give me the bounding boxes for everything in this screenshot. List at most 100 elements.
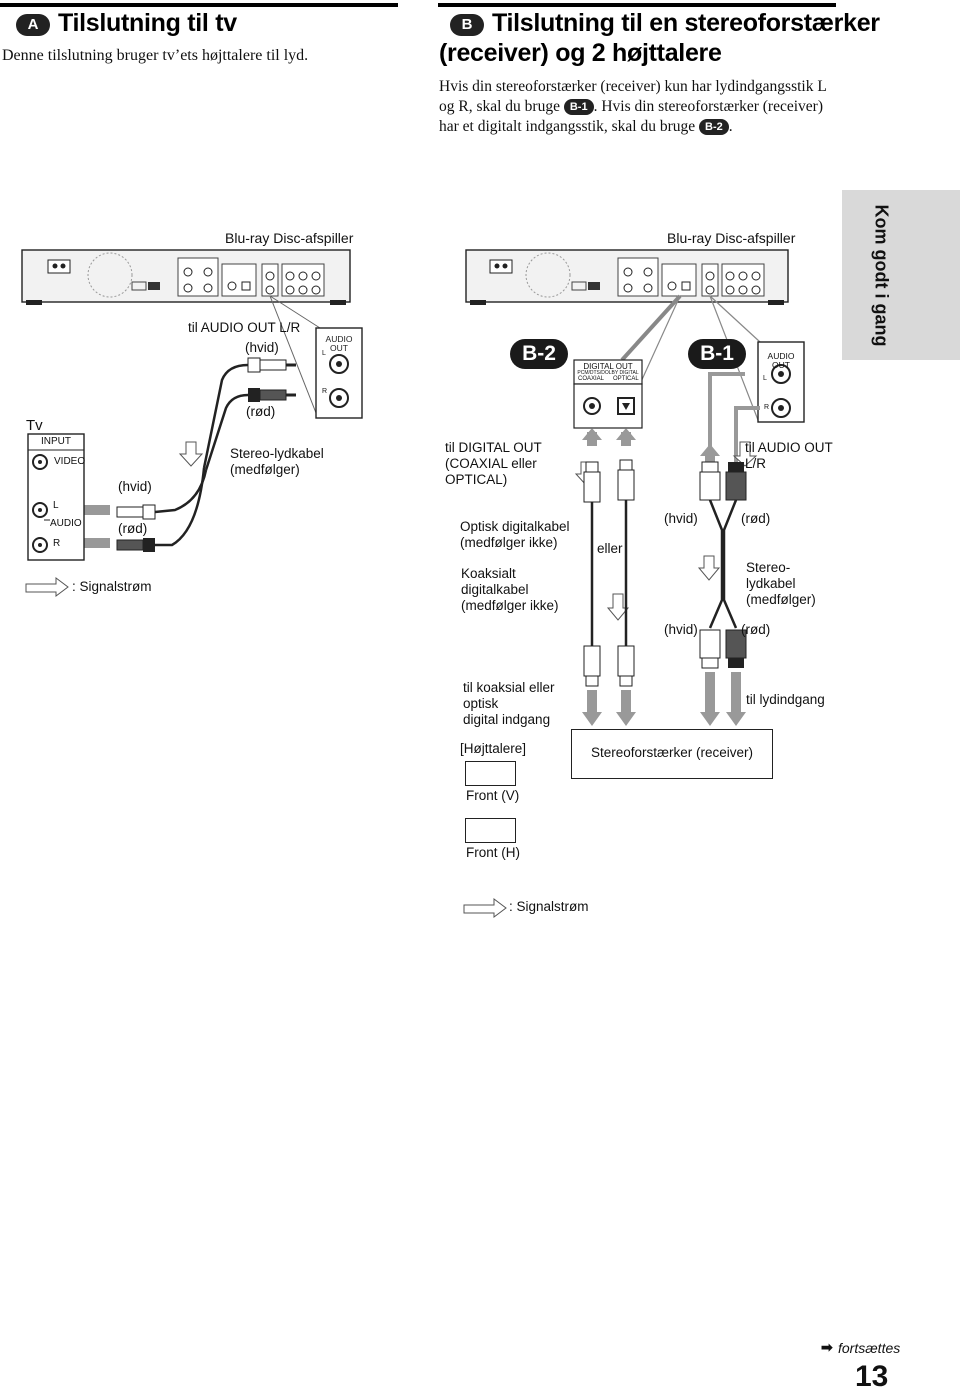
to-coax-2: optisk (463, 696, 499, 711)
signal-arrow-b-3 (606, 593, 630, 621)
signal-legend-label-b: : Signalstrøm (509, 899, 589, 914)
signal-legend-arrow-b (463, 898, 507, 918)
intro-badge-b2: B-2 (699, 119, 729, 135)
tv-video-label: VIDEO (54, 456, 86, 467)
speaker-front-right (465, 818, 516, 843)
rod-top-label: (rød) (246, 404, 276, 419)
digital-out-panel (573, 359, 643, 385)
audio-out-b-l: L (763, 375, 767, 382)
intro-text-2: . Hvis din stereoforstærker (receiver) h… (439, 98, 823, 135)
rca-plug-white-left (116, 504, 156, 520)
to-audio-out-label-a: til AUDIO OUT L/R (188, 320, 301, 335)
section-b-badge: B (450, 14, 484, 36)
to-audio-in: til lydindgang (746, 692, 825, 707)
stereo-cable-label-a-2: (medfølger) (230, 462, 300, 477)
audio-out-a-l: L (322, 350, 326, 357)
rod-lower-b: (rød) (741, 622, 771, 637)
to-digital-out-2: (COAXIAL eller (445, 456, 537, 471)
to-digital-out-3: OPTICAL) (445, 472, 508, 487)
player-label-a: Blu-ray Disc-afspiller (225, 230, 354, 246)
eller-label: eller (597, 541, 623, 556)
receiver-label: Stereoforstærker (receiver) (590, 745, 754, 760)
tv-l-label: L (53, 500, 59, 511)
hvid-upper-b: (hvid) (664, 511, 698, 526)
tv-r-label: R (53, 538, 61, 549)
speakers-label: [Højttalere] (460, 741, 527, 756)
optical-cable-2: (medfølger ikke) (460, 535, 558, 550)
section-b-intro: Hvis din stereoforstærker (receiver) kun… (439, 77, 834, 137)
badge-b2: B-2 (510, 339, 568, 369)
signal-arrow-a (178, 441, 204, 467)
audio-out-b-line2: OUT (772, 360, 790, 370)
continues-arrow-icon: ➡ (821, 1339, 833, 1355)
section-a-rule (0, 3, 398, 7)
rod-left-label: (rød) (118, 521, 148, 536)
continues-label: fortsættes (838, 1340, 901, 1356)
section-a-subtitle: Denne tilslutning bruger tv’ets højttale… (2, 47, 309, 64)
section-a-title: Tilslutning til tv (58, 9, 237, 37)
section-b-title-line2: (receiver) og 2 højttalere (439, 39, 722, 67)
arrows-to-receiver (582, 672, 746, 726)
optical-label: OPTICAL (613, 376, 639, 382)
audio-out-a-line2: OUT (330, 343, 348, 353)
badge-b1: B-1 (688, 339, 746, 369)
receiver-box: Stereoforstærker (receiver) (571, 729, 773, 779)
stereo-cable-label-a-1: Stereo-lydkabel (230, 446, 324, 461)
player-label-b: Blu-ray Disc-afspiller (667, 230, 796, 246)
signal-arrow-b-2 (732, 441, 758, 467)
bluray-player-b (465, 249, 789, 305)
side-tab (842, 190, 960, 360)
bluray-player-a (21, 249, 351, 305)
coaxial-cable-plug-bottom (583, 645, 601, 687)
to-coax-3: digital indgang (463, 712, 551, 727)
to-audio-out-b-2: L/R (745, 456, 767, 471)
hvid-lower-b: (hvid) (664, 622, 698, 637)
coaxial-cable-plug-top (583, 461, 601, 503)
stereo-cable-plug-red-bottom (725, 629, 747, 668)
front-left-label: Front (V) (466, 788, 520, 803)
tv-label: Tv (26, 417, 43, 434)
section-b-title-line1: Tilslutning til en stereoforstærker (492, 9, 880, 37)
side-tab-label: Kom godt i gang (871, 204, 892, 347)
hvid-left-label: (hvid) (118, 479, 152, 494)
section-a-badge: A (16, 14, 50, 36)
intro-text-3: . (728, 118, 733, 135)
digital-out-label: DIGITAL OUT (583, 362, 633, 371)
audio-out-a-line1: AUDIO (325, 334, 353, 344)
stereo-cable-plug-white-bottom (699, 629, 721, 669)
optical-cable-plug-bottom (617, 645, 635, 687)
rod-upper-b: (rød) (741, 511, 771, 526)
stereo-cable-b-2: lydkabel (746, 576, 796, 591)
coaxial-label: COAXIAL (578, 376, 605, 382)
signal-legend-arrow-a (25, 577, 69, 597)
audio-out-panel-label-a: AUDIO OUT (318, 335, 360, 353)
to-audio-out-b-1: til AUDIO OUT (745, 440, 833, 455)
intro-text-1: Hvis din stereoforstærker (receiver) kun… (439, 78, 827, 115)
to-coax-1: til koaksial eller (463, 680, 555, 695)
audio-out-panel-label-b: AUDIO OUT (758, 352, 804, 370)
audio-out-a-r: R (322, 388, 328, 395)
digital-out-sub-label: PCM/DTS/DOLBY DIGITAL (577, 370, 639, 376)
hvid-top-label: (hvid) (245, 340, 279, 355)
audio-out-b-line1: AUDIO (767, 351, 795, 361)
diagram-b-graphics (463, 249, 805, 918)
front-right-label: Front (H) (466, 845, 520, 860)
tv-input-label: INPUT (41, 436, 71, 447)
to-digital-out-1: til DIGITAL OUT (445, 440, 542, 455)
optical-cable-plug-top (617, 459, 635, 501)
coax-cable-1: Koaksialt (461, 566, 516, 581)
coax-cable-2: digitalkabel (461, 582, 529, 597)
rca-plug-white-top (247, 357, 296, 373)
page-number: 13 (855, 1360, 889, 1393)
rca-plug-red-left (116, 538, 155, 552)
coax-cable-3: (medfølger ikke) (461, 598, 559, 613)
stereo-cable-plug-white-top (699, 461, 721, 501)
intro-badge-b1: B-1 (563, 99, 594, 115)
tv-audio-label: AUDIO (50, 518, 82, 529)
audio-out-b-r: R (764, 404, 770, 411)
optical-cable-1: Optisk digitalkabel (460, 519, 570, 534)
section-b-rule (438, 3, 836, 7)
rca-plug-red-top (248, 388, 296, 402)
signal-legend-label-a: : Signalstrøm (72, 579, 152, 594)
signal-arrow-b-4 (697, 555, 721, 581)
